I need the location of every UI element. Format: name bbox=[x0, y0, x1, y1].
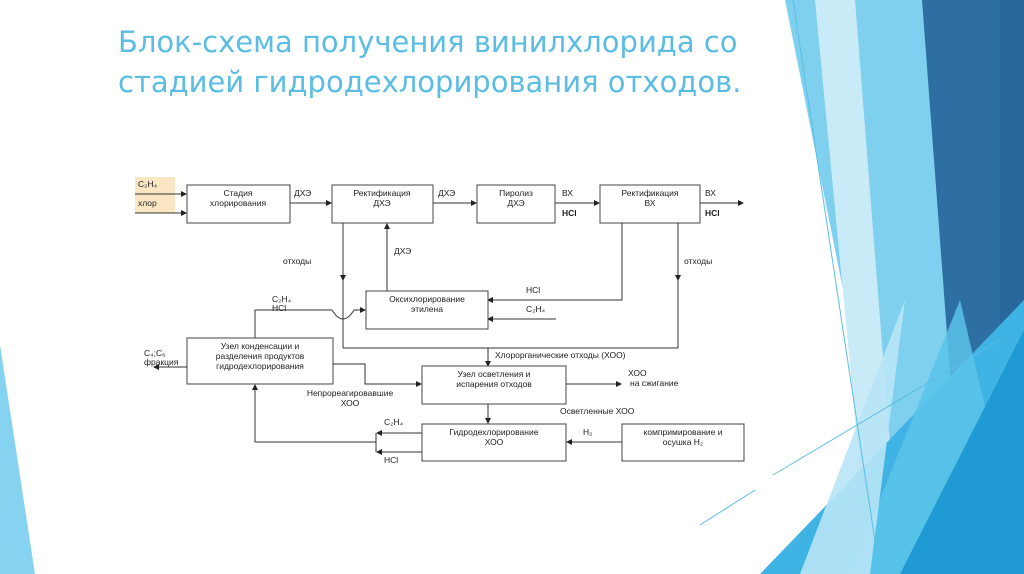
block-rect-vc-line2: ВХ bbox=[645, 198, 656, 208]
label-chlororganic-waste: Хлорорганические отходы (ХОО) bbox=[495, 350, 626, 360]
title-line-1: Блок-схема получения винилхлорида со bbox=[118, 25, 738, 59]
label-unreacted-1: Непрореагировавшие bbox=[307, 388, 394, 398]
label-dce-recycle: ДХЭ bbox=[394, 246, 411, 256]
input-highlight bbox=[135, 177, 175, 213]
block-cond-line2: разделения продуктов bbox=[216, 351, 305, 361]
block-comp-line2: осушка H₂ bbox=[663, 437, 703, 447]
label-vc-out: ВХ bbox=[705, 188, 716, 198]
label-unreacted-2: ХОО bbox=[341, 398, 360, 408]
label-xoo-burn-1: ХОО bbox=[628, 368, 647, 378]
block-rect-dce[interactable]: Ректификация ДХЭ bbox=[331, 184, 434, 224]
arrow-hcl-to-oxy bbox=[487, 223, 623, 303]
input-ethylene-label: C₂H₄ bbox=[138, 179, 158, 189]
block-clar-line2: испарения отходов bbox=[456, 379, 532, 389]
label-c2h4-oxy: C₂H₄ bbox=[526, 304, 546, 314]
block-hdc-line2: ХОО bbox=[485, 437, 504, 447]
block-chlorination-line1: Стадия bbox=[224, 188, 253, 198]
label-dce-1: ДХЭ bbox=[294, 188, 311, 198]
bottom-right-blue bbox=[900, 330, 1024, 574]
block-rect-dce-line1: Ректификация bbox=[353, 188, 410, 198]
label-vc-1: ВХ bbox=[562, 188, 573, 198]
decor-line-2 bbox=[772, 339, 1001, 476]
input-chlorine-label: хлор bbox=[138, 198, 157, 208]
label-dce-2: ДХЭ bbox=[438, 188, 455, 198]
label-hcl-oxy: HCl bbox=[526, 285, 540, 295]
left-accent-shape bbox=[0, 345, 35, 574]
block-condensation[interactable]: Узел конденсации и разделения продуктов … bbox=[186, 337, 334, 385]
block-pyrolysis-line2: ДХЭ bbox=[507, 198, 524, 208]
title-line-2: стадией гидродехлорирования отходов. bbox=[118, 65, 742, 99]
block-rect-vc-line1: Ректификация bbox=[621, 188, 678, 198]
slide-title: Блок-схема получения винилхлорида со ста… bbox=[118, 22, 798, 102]
block-oxy-line1: Оксихлорирование bbox=[389, 294, 465, 304]
decor-line-1 bbox=[792, 0, 881, 574]
label-clarified: Осветленные ХОО bbox=[560, 406, 635, 416]
label-hcl-hdc: HCl bbox=[384, 455, 398, 465]
block-clar-line1: Узел осветления и bbox=[458, 369, 531, 379]
block-rect-vc[interactable]: Ректификация ВХ bbox=[599, 184, 701, 224]
block-cond-line1: Узел конденсации и bbox=[221, 341, 300, 351]
block-oxy-line2: этилена bbox=[411, 304, 443, 314]
label-hcl-out: HCl bbox=[705, 208, 720, 218]
block-comp-line1: компримирование и bbox=[644, 427, 723, 437]
line-recycle-to-oxy bbox=[254, 309, 332, 338]
block-chlorination[interactable]: Стадия хлорирования bbox=[186, 184, 291, 224]
label-hcl-recycle: HCl bbox=[272, 303, 286, 313]
label-waste-right: отходы bbox=[684, 256, 712, 266]
label-hcl-1: HCl bbox=[562, 208, 577, 218]
label-c4c6-1: C₄;C₆ bbox=[144, 348, 166, 358]
arrow-unreacted-to-clarification bbox=[333, 363, 422, 387]
label-xoo-burn-2: на сжигание bbox=[630, 378, 679, 388]
label-c2h4-hdc: C₂H₄ bbox=[384, 417, 404, 427]
label-c2h4-recycle: C₂H₄ bbox=[272, 294, 292, 304]
label-h2: H₂ bbox=[583, 427, 592, 437]
label-waste-left: отходы bbox=[283, 256, 311, 266]
line-crossover-hop bbox=[331, 309, 355, 320]
block-oxychlorination[interactable]: Оксихлорирование этилена bbox=[365, 290, 489, 330]
bottom-pale-triangle bbox=[800, 300, 905, 574]
block-chlorination-line2: хлорирования bbox=[210, 198, 267, 208]
block-compression[interactable]: компримирование и осушка H₂ bbox=[621, 423, 745, 462]
block-clarification[interactable]: Узел осветления и испарения отходов bbox=[421, 365, 567, 405]
block-pyrolysis[interactable]: Пиролиз ДХЭ bbox=[476, 184, 556, 224]
block-rect-dce-line2: ДХЭ bbox=[373, 198, 390, 208]
block-pyrolysis-line1: Пиролиз bbox=[499, 188, 533, 198]
block-hdc-line1: Гидродехлорирование bbox=[450, 427, 539, 437]
arrow-hdc-products-to-condensation bbox=[252, 384, 376, 443]
block-hydrodechlorination[interactable]: Гидродехлорирование ХОО bbox=[421, 423, 567, 462]
label-c4c6-2: фракция bbox=[144, 357, 179, 367]
decor-line-3 bbox=[699, 489, 756, 526]
block-cond-line3: гидродехлорирования bbox=[216, 361, 304, 371]
